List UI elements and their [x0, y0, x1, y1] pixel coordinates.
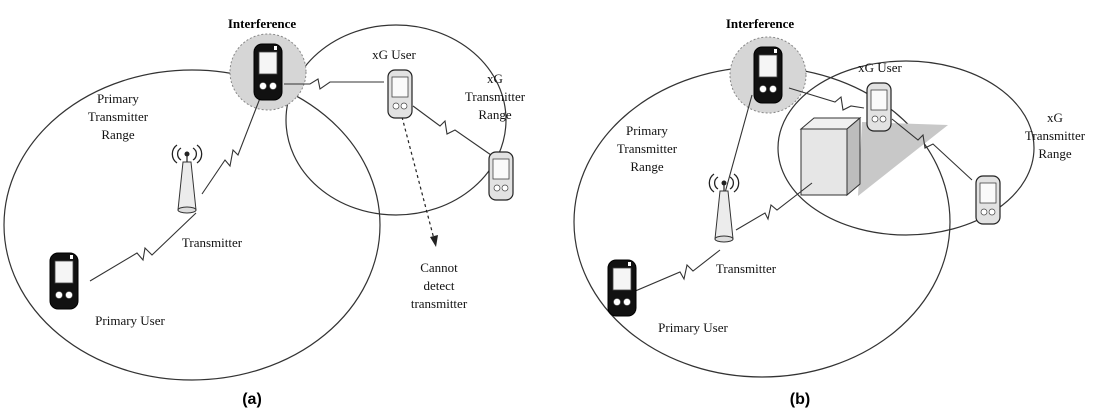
- primary-range-label-line1: Primary: [626, 123, 668, 138]
- xg-transmitter-range-circle: [777, 60, 1035, 236]
- panel-b-caption: (b): [790, 391, 810, 408]
- link-interference-xg-user: [284, 78, 384, 90]
- interference-primary-device-icon: [253, 43, 283, 101]
- cannot-detect-label-line3: transmitter: [411, 296, 468, 311]
- interference-label: Interference: [726, 16, 795, 31]
- primary-range-label-line2: Transmitter: [88, 109, 149, 124]
- panel-b: Interference xG User xG Transmitter Rang…: [573, 16, 1086, 408]
- cannot-detect-arrowhead: [430, 235, 438, 247]
- link-xg-user-xg-transmitter: [412, 105, 492, 156]
- link-transmitter-building: [735, 182, 813, 231]
- primary-range-label-line2: Transmitter: [617, 141, 678, 156]
- primary-range-label-line1: Primary: [97, 91, 139, 106]
- xg-transmitter-range-circle: [285, 24, 507, 216]
- xg-transmitter-device-icon: [975, 175, 1001, 225]
- xg-range-label-line2: Transmitter: [1025, 128, 1086, 143]
- tower-icon: [171, 144, 203, 214]
- primary-range-label-line3: Range: [101, 127, 134, 142]
- tower-icon: [708, 173, 740, 243]
- primary-range-label-line3: Range: [630, 159, 663, 174]
- primary-user-label: Primary User: [658, 320, 728, 335]
- primary-transmitter-range-circle: [3, 69, 381, 381]
- transmitter-label: Transmitter: [716, 261, 777, 276]
- xg-range-label-line3: Range: [1038, 146, 1071, 161]
- xg-range-label-line1: xG: [487, 71, 503, 86]
- xg-user-label: xG User: [858, 60, 902, 75]
- xg-user-label: xG User: [372, 47, 416, 62]
- primary-user-device-icon: [49, 252, 79, 310]
- xg-range-label-line1: xG: [1047, 110, 1063, 125]
- interference-primary-device-icon: [753, 46, 783, 104]
- building-shadow: [858, 122, 948, 196]
- cannot-detect-label-line2: detect: [423, 278, 454, 293]
- xg-user-device-icon: [866, 82, 892, 132]
- primary-transmitter-range-circle: [573, 66, 951, 378]
- transmitter-label: Transmitter: [182, 235, 243, 250]
- cannot-detect-arrow: [401, 116, 435, 240]
- link-xg-user-xg-transmitter: [891, 118, 973, 181]
- panel-a: Interference xG User xG Transmitter Rang…: [3, 16, 526, 408]
- xg-transmitter-device-icon: [488, 151, 514, 201]
- primary-user-label: Primary User: [95, 313, 165, 328]
- interference-label: Interference: [228, 16, 297, 31]
- panel-a-caption: (a): [242, 391, 262, 408]
- cannot-detect-label-line1: Cannot: [420, 260, 458, 275]
- link-primary-user-transmitter: [89, 212, 197, 282]
- link-interference-xg-user: [788, 87, 865, 111]
- link-transmitter-interference: [201, 92, 263, 195]
- primary-user-device-icon: [607, 259, 637, 317]
- xg-user-device-icon: [387, 69, 413, 119]
- xg-range-label-line2: Transmitter: [465, 89, 526, 104]
- xg-range-label-line3: Range: [478, 107, 511, 122]
- building: [799, 116, 862, 197]
- link-transmitter-interference: [722, 94, 753, 201]
- link-primary-user-transmitter: [632, 249, 721, 293]
